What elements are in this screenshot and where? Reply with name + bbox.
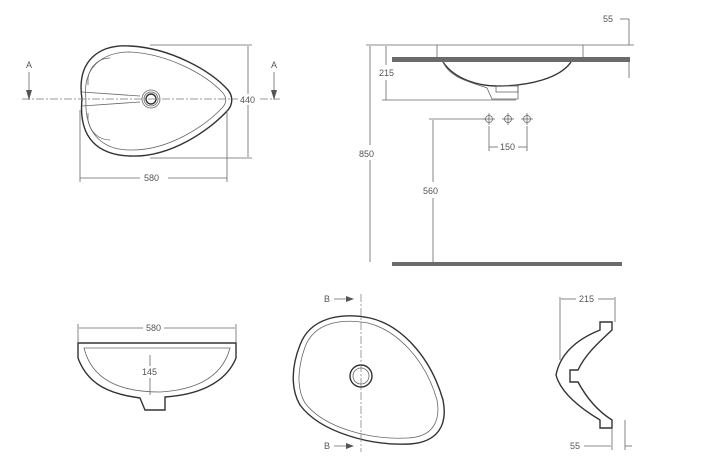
top-view: B B [292, 294, 445, 452]
section-a-width-dim: 580 [146, 323, 161, 333]
plan-depth-dim: 440 [240, 95, 255, 105]
section-a-depth-dim: 145 [142, 367, 157, 377]
basin-outline [80, 45, 233, 157]
countertop [392, 57, 630, 62]
section-a-view: 580 145 [77, 323, 237, 411]
floor [392, 262, 622, 266]
basin-height-dim: 215 [379, 68, 394, 78]
top-offset-dim: 55 [603, 14, 613, 24]
total-height-dim: 850 [359, 149, 374, 159]
plan-view: A A 440 580 [22, 44, 280, 183]
elevation-view: 850 215 560 150 55 [359, 14, 634, 266]
section-mark-a-left: A [26, 60, 32, 70]
tap-height-dim: 560 [423, 186, 438, 196]
tap-spacing-dim: 150 [500, 142, 515, 152]
tap-symbols [483, 113, 533, 125]
section-mark-b-bottom: B [324, 441, 330, 451]
section-b-height-dim: 215 [579, 294, 594, 304]
section-b-rim-dim: 55 [570, 441, 580, 451]
section-mark-a-right: A [271, 60, 277, 70]
section-mark-b-top: B [324, 294, 330, 304]
section-b-view: 215 55 [555, 294, 632, 451]
plan-width-dim: 580 [144, 173, 159, 183]
